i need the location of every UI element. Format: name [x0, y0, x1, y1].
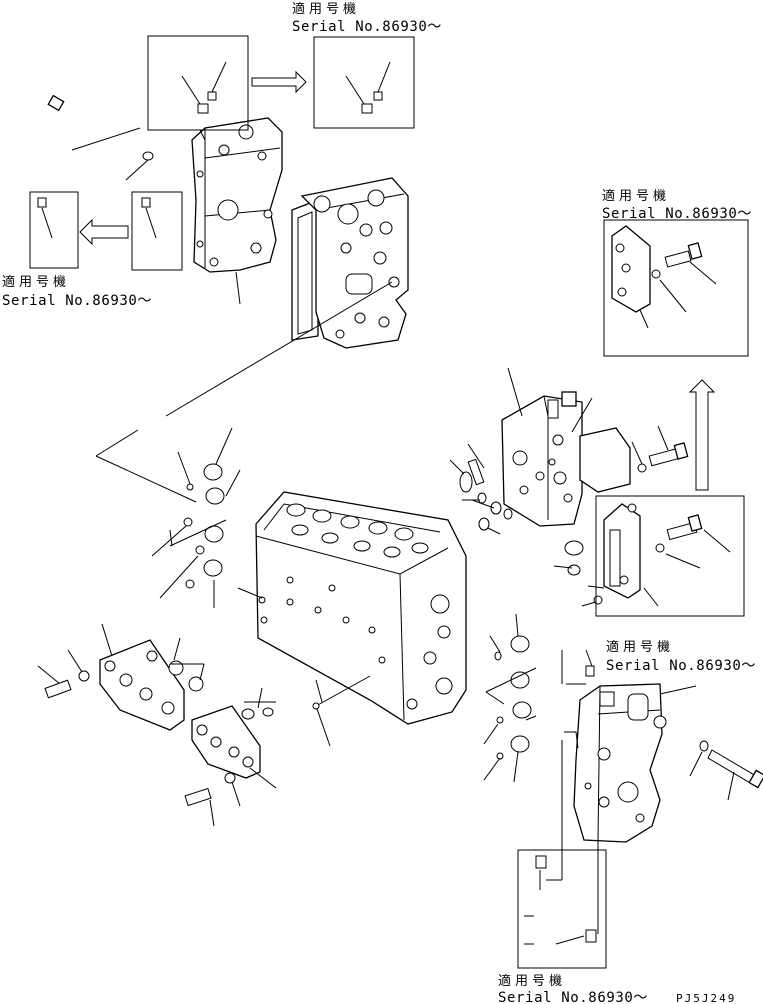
- flange-right: [184, 687, 277, 827]
- inset-box-top-right: [603, 219, 749, 357]
- svg-text:適用号機: 適用号機: [498, 973, 566, 989]
- inset-box-right-middle: [587, 495, 745, 617]
- drawing-code: PJ5J249: [676, 992, 736, 1004]
- plug-icon: [197, 103, 209, 114]
- serial-label-right-middle: 適用号機 Serial No.86930～: [606, 639, 756, 674]
- inset-box-serial: [313, 36, 415, 129]
- svg-text:Serial No.86930～: Serial No.86930～: [498, 990, 648, 1004]
- bolt-relief: [631, 425, 689, 473]
- valve-section-block: [191, 117, 283, 273]
- arrow-up-icon: [688, 379, 716, 491]
- svg-text:Serial No.86930～: Serial No.86930～: [602, 206, 752, 222]
- serial-label-right-top: 適用号機 Serial No.86930～: [602, 188, 752, 222]
- inset-box-left-small: [131, 191, 183, 271]
- long-bolt-right: [689, 740, 763, 801]
- svg-text:適用号機: 適用号機: [292, 1, 360, 17]
- valve-section-right: [561, 649, 697, 843]
- serial-label-top: 適用号機 Serial No.86930～: [292, 1, 442, 35]
- gasket-plate: [291, 199, 319, 341]
- plug-icon: [585, 665, 595, 677]
- flange-left: [37, 623, 205, 731]
- washer-icon: [142, 151, 154, 161]
- port-holes: [258, 503, 453, 710]
- plug-icon: [207, 91, 217, 101]
- arrow-right-icon: [251, 70, 307, 94]
- svg-text:Serial No.86930～: Serial No.86930～: [292, 19, 442, 35]
- long-bolt: [47, 94, 139, 152]
- svg-text:適用号機: 適用号機: [2, 274, 70, 290]
- leader-line: [165, 281, 393, 417]
- valve-body-upper: [300, 177, 409, 349]
- inset-box-top-left: [147, 35, 249, 131]
- arrow-left-icon: [79, 218, 129, 246]
- plug-icon: [37, 197, 47, 208]
- o-ring-group-relief: [449, 443, 603, 607]
- o-ring-group-left: [95, 427, 241, 608]
- serial-label-bottom: 適用号機 Serial No.86930～: [498, 973, 648, 1004]
- svg-text:適用号機: 適用号機: [602, 188, 670, 204]
- plug-icon: [373, 91, 383, 101]
- o-ring-group-right: [483, 613, 537, 783]
- top-left-valve-section: [29, 35, 415, 305]
- serial-label-left: 適用号機 Serial No.86930～: [2, 274, 152, 309]
- inset-box-serial-left: [29, 191, 79, 269]
- svg-text:適用号機: 適用号機: [606, 639, 674, 655]
- relief-valve-assembly: [501, 367, 631, 527]
- svg-text:Serial No.86930～: Serial No.86930～: [606, 658, 756, 674]
- svg-text:Serial No.86930～: Serial No.86930～: [2, 293, 152, 309]
- inset-box-bottom: [517, 731, 607, 969]
- valve-body-main: [237, 491, 467, 747]
- plug-icon: [361, 103, 373, 114]
- plug-icon: [141, 197, 151, 208]
